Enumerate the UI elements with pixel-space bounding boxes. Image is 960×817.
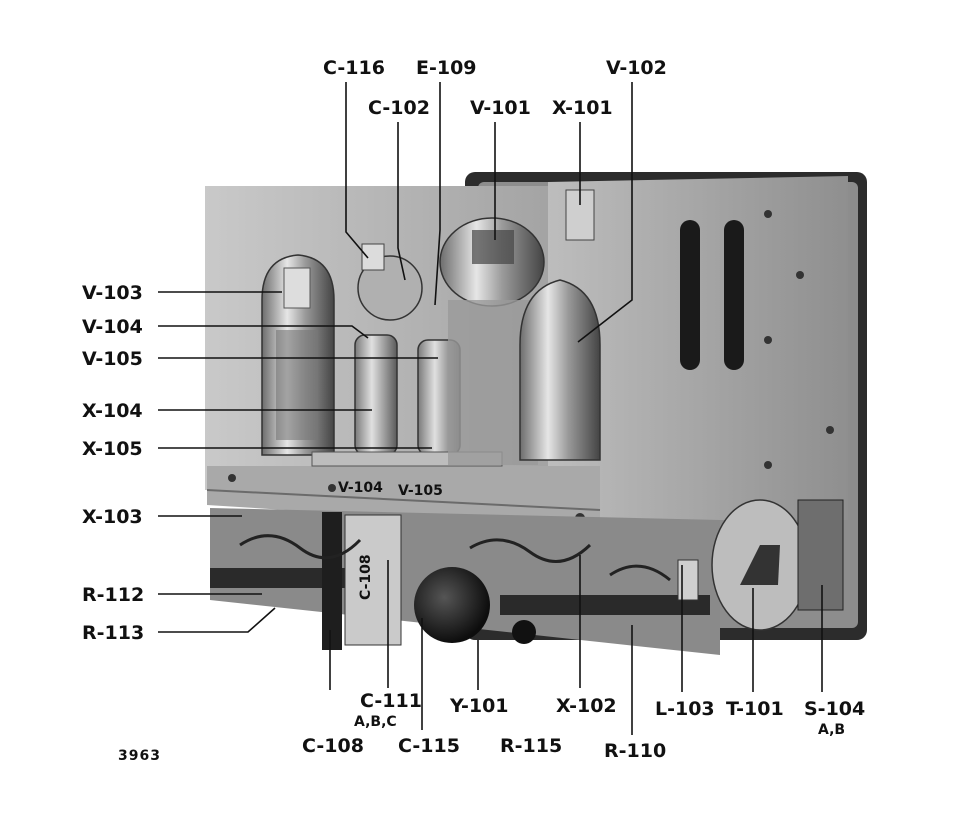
label-c111: C-111	[360, 690, 422, 712]
label-c108: C-108	[302, 735, 364, 757]
label-v104: V-104	[82, 316, 143, 338]
stamp-c108: C-108	[358, 554, 374, 600]
capacitor-c102	[357, 255, 423, 321]
knob-y101	[414, 567, 490, 643]
leader-lines	[158, 82, 823, 735]
bracket-c108	[344, 514, 402, 646]
label-s104-sub: A,B	[818, 722, 845, 738]
label-l103: L-103	[655, 698, 715, 720]
label-x102: X-102	[556, 695, 617, 717]
label-c102: C-102	[368, 97, 430, 119]
label-x101: X-101	[552, 97, 613, 119]
label-c116: C-116	[323, 57, 385, 79]
label-r112: R-112	[82, 584, 144, 606]
callout-labels: C-116 E-109 V-102 C-102 V-101 X-101 V-10…	[82, 57, 865, 764]
label-t101: T-101	[726, 698, 784, 720]
label-x105: X-105	[82, 438, 143, 460]
label-r115: R-115	[500, 735, 562, 757]
stamp-v105: V-105	[398, 483, 443, 499]
label-v103: V-103	[82, 282, 143, 304]
chassis-illustration: V-104 V-105 C-108	[205, 172, 867, 655]
figure-number: 3963	[118, 748, 161, 764]
label-v102: V-102	[606, 57, 667, 79]
switch-s104	[797, 499, 844, 611]
label-c111-sub: A,B,C	[354, 714, 397, 730]
tube-v104	[354, 334, 398, 456]
label-r110: R-110	[604, 740, 666, 762]
label-v105: V-105	[82, 348, 143, 370]
label-e109: E-109	[416, 57, 477, 79]
tube-v102	[519, 279, 601, 461]
label-v101: V-101	[470, 97, 531, 119]
label-y101: Y-101	[449, 695, 509, 717]
label-x104: X-104	[82, 400, 143, 422]
label-r113: R-113	[82, 622, 144, 644]
knob-r115	[512, 620, 536, 644]
label-s104: S-104	[804, 698, 865, 720]
coil-l103	[677, 559, 699, 601]
stamp-v104: V-104	[338, 480, 383, 496]
chassis-deck	[207, 466, 600, 530]
label-c115: C-115	[398, 735, 460, 757]
label-x103: X-103	[82, 506, 143, 528]
